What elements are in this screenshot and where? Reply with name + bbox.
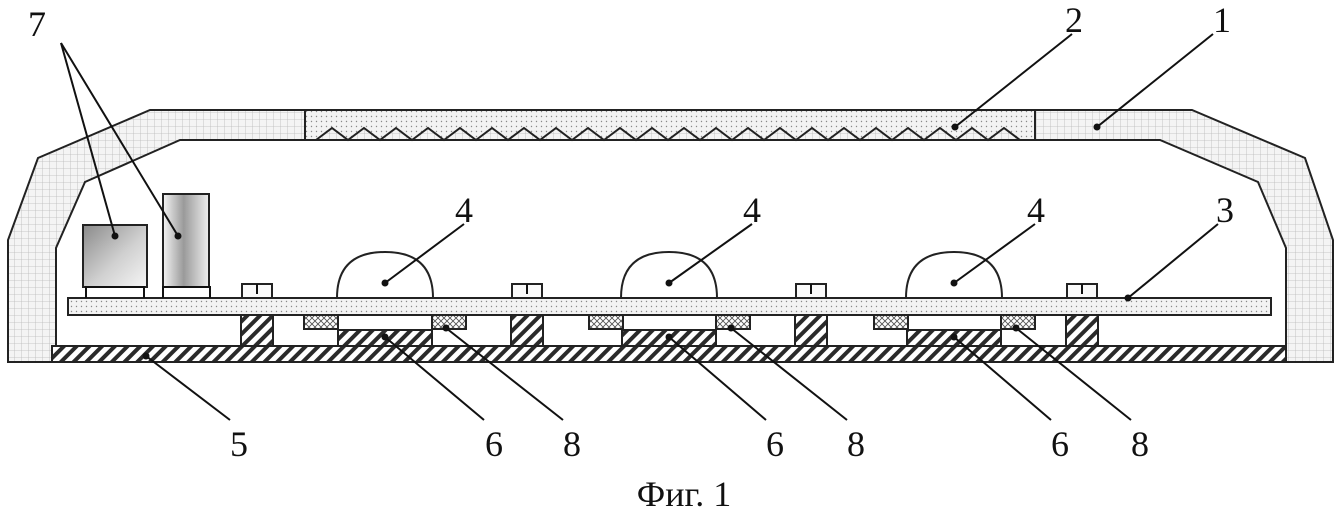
label-spacer-1: 6	[485, 424, 503, 464]
support-post	[241, 315, 273, 346]
label-spacer-3: 6	[1051, 424, 1069, 464]
pad-left	[589, 315, 623, 329]
label-led-3: 4	[1027, 190, 1045, 230]
support-post	[795, 315, 827, 346]
label-housing: 1	[1213, 0, 1231, 40]
label-board: 3	[1216, 190, 1234, 230]
label-lens: 2	[1065, 0, 1083, 40]
circuit-board	[68, 298, 1271, 315]
pad-left	[304, 315, 338, 329]
label-components: 7	[28, 4, 46, 44]
figure-caption: Фиг. 1	[637, 474, 731, 512]
base-plate	[52, 346, 1286, 362]
lens-plate	[305, 110, 1035, 140]
label-pad-2: 8	[847, 424, 865, 464]
component-cylinder	[163, 194, 209, 287]
label-led-1: 4	[455, 190, 473, 230]
support-post	[511, 315, 543, 346]
pad-left	[874, 315, 908, 329]
label-base: 5	[230, 424, 248, 464]
label-led-2: 4	[743, 190, 761, 230]
label-pad-1: 8	[563, 424, 581, 464]
label-spacer-2: 6	[766, 424, 784, 464]
electronic-components	[83, 194, 210, 298]
label-pad-3: 8	[1131, 424, 1149, 464]
support-post	[1066, 315, 1098, 346]
